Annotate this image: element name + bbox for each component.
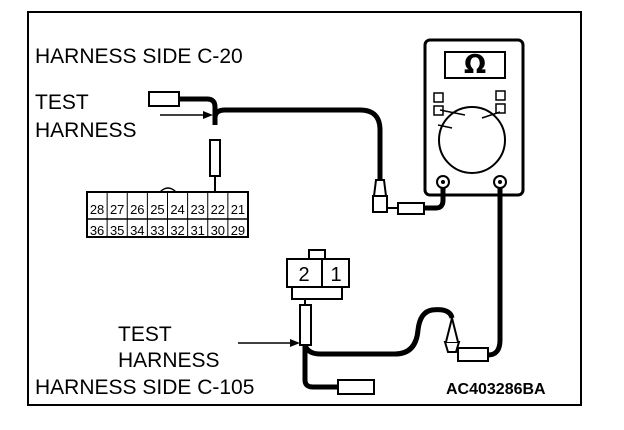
c20-pin-28: 28 (90, 202, 104, 217)
c105-pin-2: 2 (298, 264, 309, 286)
meter-display (444, 51, 506, 79)
c20-pin-29: 29 (231, 223, 245, 238)
label-test-bottom-line1: TEST (118, 323, 172, 346)
figure-code: AC403286BA (446, 381, 546, 398)
c20-pin-32: 32 (170, 223, 184, 238)
bottom-test-harness (299, 188, 503, 395)
c20-pin-24: 24 (170, 202, 184, 217)
c20-pin-26: 26 (130, 202, 144, 217)
c20-pin-34: 34 (130, 223, 144, 238)
probe-pin-22 (209, 139, 221, 177)
probe-pin-2 (299, 304, 312, 346)
c20-pin-23: 23 (190, 202, 204, 217)
label-test-bottom-line2: HARNESS (118, 349, 220, 372)
c20-pin-30: 30 (211, 223, 225, 238)
c20-pin-33: 33 (150, 223, 164, 238)
c20-pin-35: 35 (110, 223, 124, 238)
top-test-harness (148, 91, 446, 215)
figure-frame (27, 11, 582, 406)
c105-pin-1: 1 (330, 264, 341, 286)
ohm-symbol: Ω (464, 50, 486, 80)
label-test-top-line1: TEST (35, 91, 89, 114)
label-test-top-line2: HARNESS (35, 119, 137, 142)
c20-pin-27: 27 (110, 202, 124, 217)
label-harness-side-c20: HARNESS SIDE C-20 (35, 45, 243, 68)
leader-bottom (238, 339, 300, 347)
c20-pin-25: 25 (150, 202, 164, 217)
multimeter: Ω (423, 38, 525, 197)
label-harness-side-c105: HARNESS SIDE C-105 (35, 376, 255, 399)
c20-pin-22: 22 (211, 202, 225, 217)
connector-c105: 2 1 (286, 249, 350, 300)
c20-pin-36: 36 (90, 223, 104, 238)
c20-pin-31: 31 (190, 223, 204, 238)
rotary-dial (438, 106, 506, 174)
c20-pin-21: 21 (231, 202, 245, 217)
leader-top (160, 111, 213, 119)
connector-c20: 28 27 26 25 24 23 22 21 36 35 34 33 32 31 30 29 (86, 187, 249, 238)
